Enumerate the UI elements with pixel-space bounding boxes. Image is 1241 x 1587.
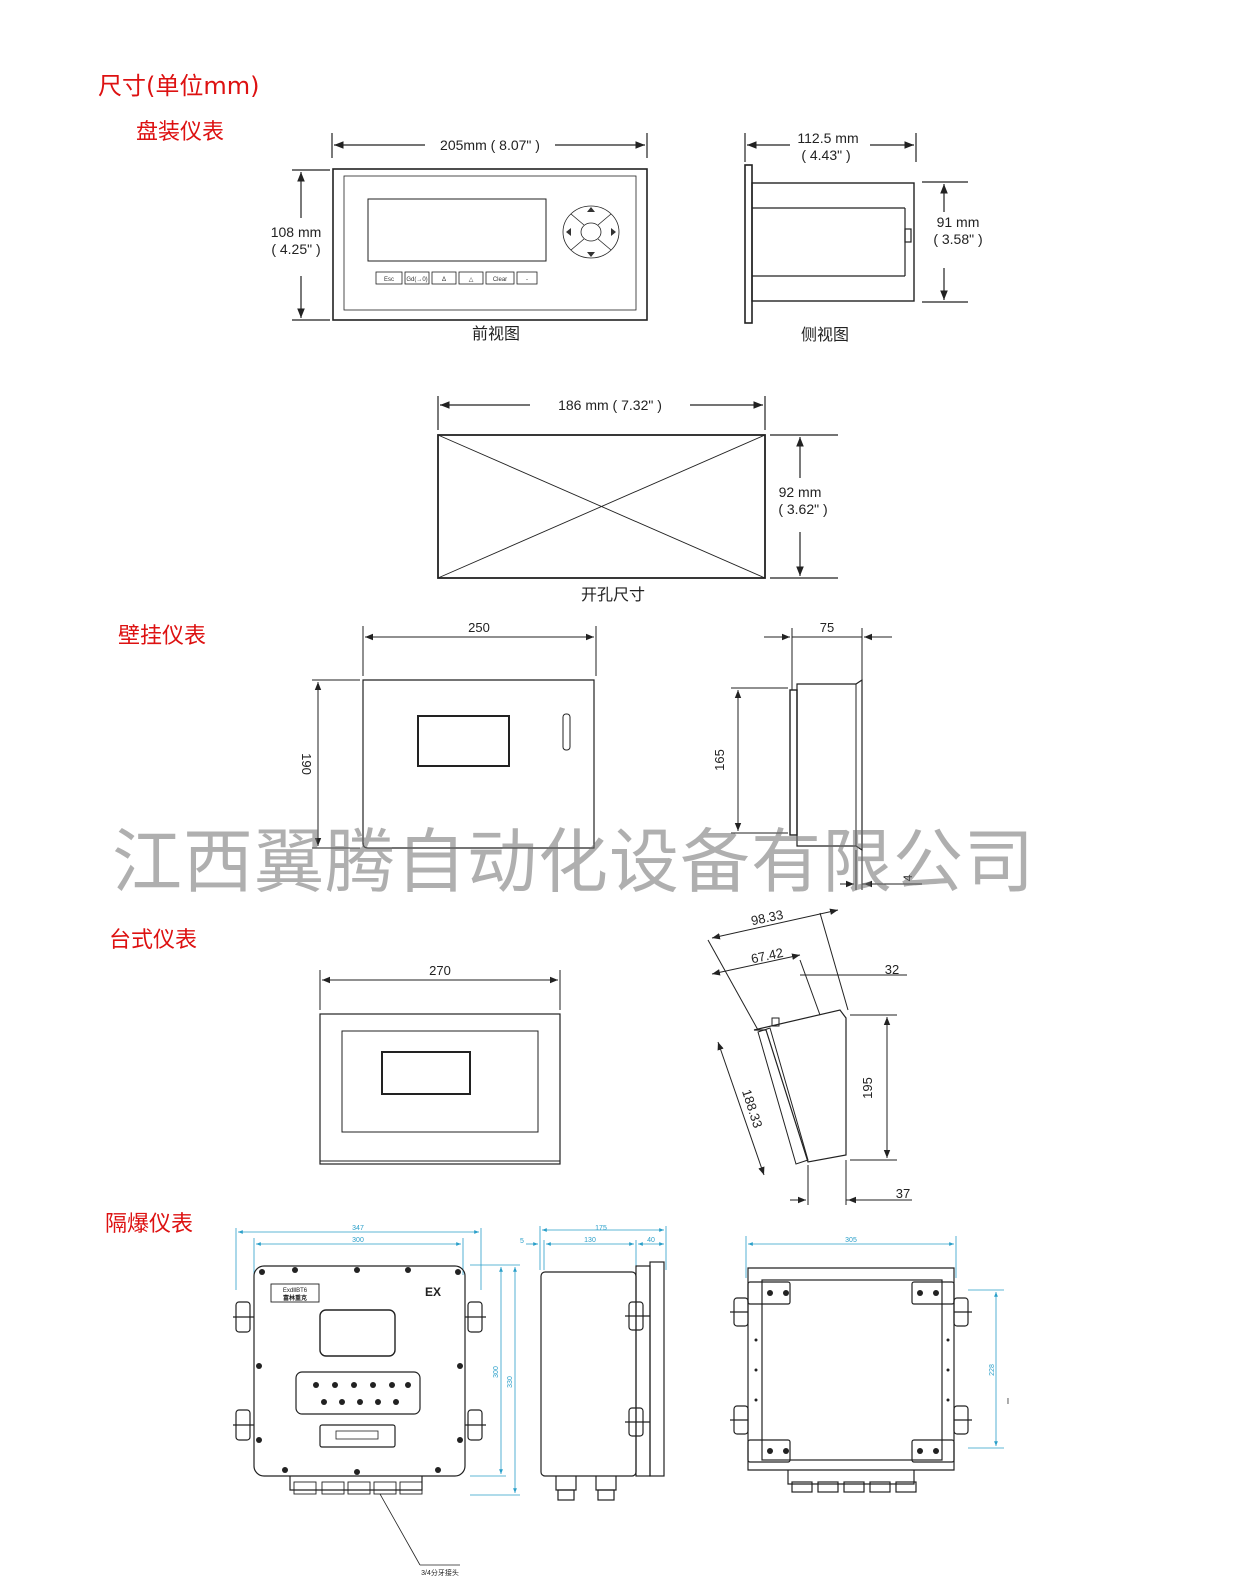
panel-side-height-mm: 91 mm [937, 214, 980, 230]
desk-front-width-label: 270 [429, 963, 451, 978]
wall-side-view [731, 628, 922, 890]
section-title-explosion: 隔爆仪表 [105, 1212, 194, 1237]
panel-front-height-in: ( 4.25" ) [271, 241, 320, 257]
explosion-front-view [233, 1228, 520, 1566]
key-minus: - [526, 277, 528, 283]
desk-side-view [707, 908, 912, 1205]
panel-cutout-view [437, 396, 838, 579]
wall-side-height-label: 165 [712, 749, 727, 771]
panel-keypad: Esc Gd(→0) Δ △ Clear - [384, 277, 528, 283]
gland-note: 3/4分牙接头 [421, 1568, 459, 1577]
wall-side-flange-label: 4 [901, 874, 915, 881]
desk-side-top-offset: 32 [885, 962, 899, 977]
desk-side-top-short: 67.42 [750, 945, 785, 966]
section-title-desk: 台式仪表 [109, 928, 198, 953]
key-zero: △ [469, 277, 474, 283]
nameplate-line2: 富林重克 [283, 1294, 307, 1302]
explosion-back-height: 228 [989, 1364, 996, 1376]
explosion-side-middle: 130 [584, 1237, 596, 1244]
explosion-side-total: 175 [595, 1225, 607, 1232]
explosion-side-right: 40 [647, 1237, 655, 1244]
desk-side-base: 37 [896, 1186, 910, 1201]
desk-front-view [319, 970, 561, 1165]
key-clear: Clear [493, 277, 507, 283]
explosion-front-inner-height: 300 [493, 1366, 500, 1378]
panel-side-depth-mm: 112.5 mm [797, 130, 858, 146]
page-title: 尺寸(单位mm) [98, 72, 260, 100]
wall-front-height-label: 190 [299, 753, 314, 775]
nav-arrow-icons [566, 207, 616, 257]
wall-front-width-label: 250 [468, 620, 490, 635]
explosion-back-width: 305 [845, 1237, 857, 1244]
explosion-front-outer-width: 347 [352, 1225, 364, 1232]
explosion-side-left: 5 [520, 1238, 524, 1245]
key-gross: Gd(→0) [406, 277, 427, 283]
panel-front-view [292, 133, 648, 321]
wall-side-depth-label: 75 [820, 620, 834, 635]
desk-side-height: 195 [860, 1077, 875, 1099]
panel-front-height-mm: 108 mm [271, 224, 322, 240]
panel-side-view [744, 133, 968, 324]
section-title-panel: 盘装仪表 [136, 120, 225, 145]
explosion-front-inner-width: 300 [352, 1237, 364, 1244]
panel-side-depth-in: ( 4.43" ) [801, 147, 850, 163]
key-tare: Δ [442, 277, 446, 283]
explosion-front-outer-height: 330 [507, 1376, 514, 1388]
arrow-right-icon [611, 228, 616, 236]
explosion-back-mark: I [1007, 1397, 1009, 1406]
key-esc: Esc [384, 277, 394, 283]
panel-side-height-in: ( 3.58" ) [933, 231, 982, 247]
desk-side-top-long: 98.33 [750, 907, 785, 928]
company-watermark: 江西翼腾自动化设备有限公司 [112, 821, 1035, 903]
ex-badge: EX [425, 1285, 441, 1299]
explosion-back-view [730, 1236, 1004, 1493]
desk-side-slant: 188.33 [739, 1087, 766, 1129]
explosion-side-view [526, 1226, 667, 1501]
section-title-wall: 壁挂仪表 [118, 624, 207, 649]
panel-side-caption: 侧视图 [801, 326, 849, 344]
cutout-height-in: ( 3.62" ) [778, 501, 827, 517]
arrow-up-icon [587, 207, 595, 212]
panel-front-caption: 前视图 [472, 325, 520, 343]
cutout-height-mm: 92 mm [779, 484, 822, 500]
cutout-width-label: 186 mm ( 7.32" ) [558, 397, 662, 413]
panel-front-width-label: 205mm ( 8.07" ) [440, 137, 540, 153]
arrow-down-icon [587, 252, 595, 257]
nameplate-line1: ExdⅡBT6 [283, 1288, 308, 1294]
arrow-left-icon [566, 228, 571, 236]
cutout-caption: 开孔尺寸 [581, 586, 645, 604]
wall-front-view [312, 626, 597, 849]
